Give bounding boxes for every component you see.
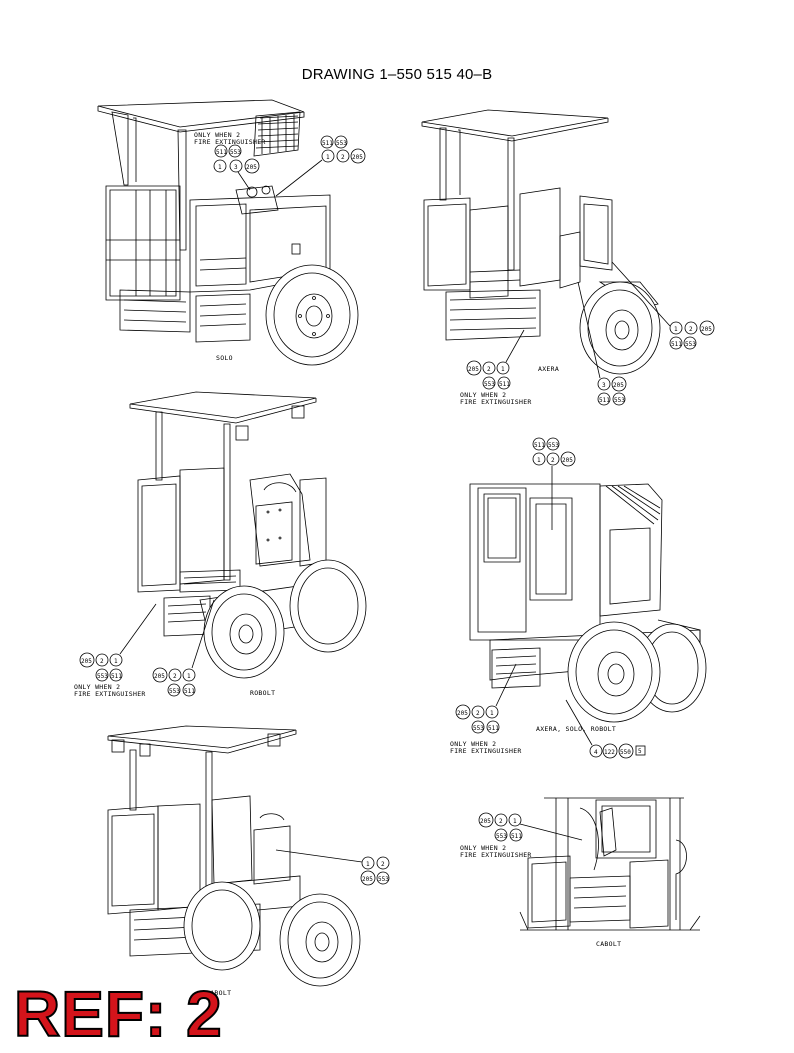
callout-550: 550 bbox=[620, 749, 631, 756]
callout-511: 511 bbox=[111, 673, 122, 680]
callout-205: 205 bbox=[468, 366, 479, 373]
callout-1: 1 bbox=[537, 457, 541, 464]
callout-2: 2 bbox=[476, 710, 480, 717]
callout-205: 205 bbox=[701, 326, 712, 333]
view-label-axera: AXERA bbox=[538, 365, 559, 373]
view-cabolt-right: CABOLT bbox=[519, 797, 701, 948]
callout-122: 122 bbox=[604, 749, 615, 756]
callout-553: 553 bbox=[97, 673, 108, 680]
callout-205: 205 bbox=[562, 457, 573, 464]
ref-stamp: REF: 2 bbox=[13, 978, 223, 1050]
callout-205: 205 bbox=[480, 818, 491, 825]
callout-205: 205 bbox=[613, 382, 624, 389]
callout-3: 3 bbox=[602, 382, 606, 389]
callout-2: 2 bbox=[381, 861, 385, 868]
callout-2: 2 bbox=[487, 366, 491, 373]
callout-1: 1 bbox=[187, 673, 191, 680]
callout-205: 205 bbox=[246, 164, 257, 171]
note-line1: ONLY WHEN 2 bbox=[460, 844, 506, 852]
callout-511: 511 bbox=[322, 140, 333, 147]
view-solo: SOLO bbox=[97, 99, 359, 366]
callout-2: 2 bbox=[499, 818, 503, 825]
callout-511: 511 bbox=[216, 149, 227, 156]
callout-2: 2 bbox=[173, 673, 177, 680]
note-line2: FIRE EXTINGUISHER bbox=[194, 138, 266, 146]
callout-553: 553 bbox=[484, 381, 495, 388]
callout-553: 553 bbox=[230, 149, 241, 156]
callout-5: 5 bbox=[638, 748, 642, 755]
note-line1: ONLY WHEN 2 bbox=[450, 740, 496, 748]
note-line2: FIRE EXTINGUISHER bbox=[460, 398, 532, 406]
view-label-cabolt-left: CABOLT bbox=[206, 989, 231, 997]
callout-511: 511 bbox=[671, 341, 682, 348]
callout-1: 1 bbox=[490, 710, 494, 717]
callout-2: 2 bbox=[341, 154, 345, 161]
view-label-robolt: ROBOLT bbox=[250, 689, 275, 697]
callout-553: 553 bbox=[169, 688, 180, 695]
callout-511: 511 bbox=[499, 381, 510, 388]
callout-511: 511 bbox=[488, 725, 499, 732]
callout-511: 511 bbox=[599, 397, 610, 404]
note-line1: ONLY WHEN 2 bbox=[460, 391, 506, 399]
callouts-axera: 1 2 205 511 553 205 2 1 553 511 ONLY WHE… bbox=[460, 261, 715, 406]
callout-511: 511 bbox=[184, 688, 195, 695]
callout-2: 2 bbox=[551, 457, 555, 464]
callouts-robolt: 205 2 1 553 511 ONLY WHEN 2 FIRE EXTINGU… bbox=[74, 599, 215, 698]
view-robolt: ROBOLT bbox=[129, 391, 367, 697]
callout-1: 1 bbox=[366, 861, 370, 868]
callout-1: 1 bbox=[326, 154, 330, 161]
note-line2: FIRE EXTINGUISHER bbox=[74, 690, 146, 698]
callout-205: 205 bbox=[352, 154, 363, 161]
note-line2: FIRE EXTINGUISHER bbox=[450, 747, 522, 755]
callouts-solo: ONLY WHEN 2 FIRE EXTINGUISHER 511 553 1 … bbox=[194, 131, 366, 197]
callouts-axera-solo-robolt: 511 553 1 2 205 205 2 1 553 511 ONLY WHE… bbox=[450, 437, 646, 759]
callout-1: 1 bbox=[513, 818, 517, 825]
callout-1: 1 bbox=[674, 326, 678, 333]
callout-205: 205 bbox=[154, 673, 165, 680]
callouts-cabolt-left: 1 2 205 553 bbox=[275, 849, 390, 886]
callout-205: 205 bbox=[81, 658, 92, 665]
callout-553: 553 bbox=[473, 725, 484, 732]
callout-1: 1 bbox=[501, 366, 505, 373]
callout-553: 553 bbox=[336, 140, 347, 147]
callout-511: 511 bbox=[511, 833, 522, 840]
callout-553: 553 bbox=[685, 341, 696, 348]
note-line1: ONLY WHEN 2 bbox=[194, 131, 240, 139]
view-axera-solo-robolt: AXERA, SOLO, ROBOLT bbox=[469, 483, 707, 733]
callout-553: 553 bbox=[614, 397, 625, 404]
callout-553: 553 bbox=[378, 876, 389, 883]
callout-1: 1 bbox=[218, 164, 222, 171]
callout-511: 511 bbox=[534, 442, 545, 449]
callout-3: 3 bbox=[234, 164, 238, 171]
callout-205: 205 bbox=[457, 710, 468, 717]
note-line2: FIRE EXTINGUISHER bbox=[460, 851, 532, 859]
callout-4: 4 bbox=[594, 749, 598, 756]
callouts-cabolt-right: 205 2 1 553 511 ONLY WHEN 2 FIRE EXTINGU… bbox=[460, 812, 583, 859]
callout-1: 1 bbox=[114, 658, 118, 665]
note-line1: ONLY WHEN 2 bbox=[74, 683, 120, 691]
view-label-cabolt-right: CABOLT bbox=[596, 940, 621, 948]
view-label-solo: SOLO bbox=[216, 354, 233, 362]
callout-205: 205 bbox=[362, 876, 373, 883]
drawing-title: DRAWING 1–550 515 40–B bbox=[301, 66, 493, 83]
callout-2: 2 bbox=[100, 658, 104, 665]
view-label-axera-solo-robolt: AXERA, SOLO, ROBOLT bbox=[536, 725, 616, 733]
view-cabolt-left: CABOLT bbox=[107, 725, 361, 997]
callout-553: 553 bbox=[496, 833, 507, 840]
view-axera: AXERA bbox=[421, 109, 661, 375]
callout-2: 2 bbox=[689, 326, 693, 333]
callout-553: 553 bbox=[548, 442, 559, 449]
